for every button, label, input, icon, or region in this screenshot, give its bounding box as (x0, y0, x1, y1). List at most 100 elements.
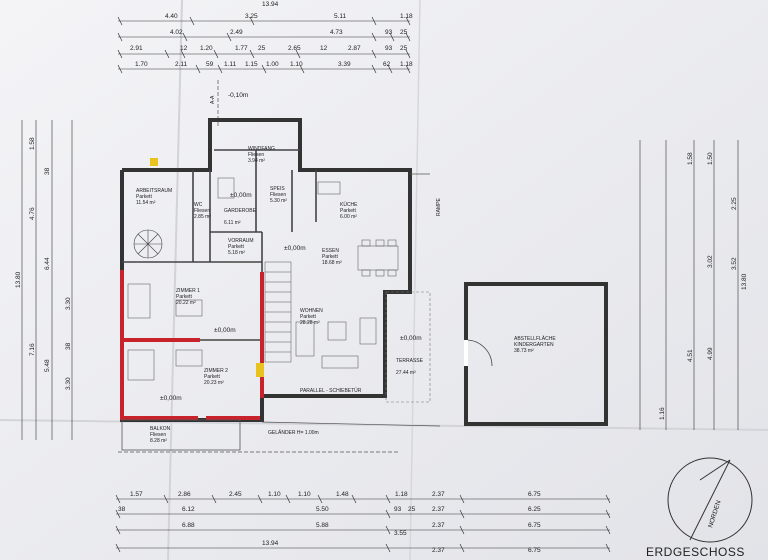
svg-text:WINDFANG: WINDFANG (248, 146, 275, 152)
svg-text:Parkett: Parkett (322, 254, 338, 260)
dim-bottom-row4: 13.94 2.37 6.75 (262, 540, 541, 554)
svg-text:38: 38 (65, 342, 72, 350)
main-stair (264, 261, 292, 363)
room-arbeitsraum: ARBEITSRAUM Parkett 11.54 m² (136, 188, 172, 206)
svg-text:2.45: 2.45 (229, 491, 242, 498)
svg-text:2.37: 2.37 (432, 522, 445, 529)
room-essen: ESSEN Parkett 18.68 m² (322, 248, 342, 266)
svg-text:62: 62 (383, 61, 391, 68)
svg-text:2.49: 2.49 (230, 29, 243, 36)
dim-top-row3: 2.91 12 1.20 1.77 25 2.65 12 2.87 93 25 (130, 45, 408, 52)
svg-text:2.86: 2.86 (178, 491, 191, 498)
svg-text:VORRAUM: VORRAUM (228, 238, 254, 244)
svg-text:3.02: 3.02 (707, 255, 714, 268)
level-tag: ±0,00m (400, 335, 422, 342)
section-label: A-A (210, 95, 216, 104)
svg-text:SPEIS: SPEIS (270, 186, 285, 192)
svg-text:3.52: 3.52 (731, 257, 738, 270)
svg-text:93: 93 (385, 45, 393, 52)
svg-text:1.00: 1.00 (266, 61, 279, 68)
svg-text:27.44 m²: 27.44 m² (396, 370, 416, 376)
svg-text:7.16: 7.16 (29, 343, 36, 356)
svg-text:8.28 m²: 8.28 m² (150, 438, 167, 444)
svg-text:Parkett: Parkett (204, 374, 220, 380)
terrace (385, 291, 431, 403)
room-zimmer-2: ZIMMER 2 Parkett 20.23 m² (204, 368, 228, 386)
level-marker: -0,10m (228, 92, 248, 99)
svg-text:Parkett: Parkett (340, 208, 356, 214)
svg-text:2.37: 2.37 (432, 547, 445, 554)
north-arrow-icon (667, 457, 753, 543)
sliding-door-note: PARALLEL - SCHIEBETÜR (300, 387, 362, 394)
svg-text:6.75: 6.75 (528, 522, 541, 529)
svg-text:6.88: 6.88 (182, 522, 195, 529)
railing-line (261, 421, 441, 427)
svg-text:13.80: 13.80 (15, 271, 22, 288)
svg-text:Fliesen: Fliesen (270, 192, 286, 198)
svg-text:1.10: 1.10 (290, 61, 303, 68)
svg-text:2.37: 2.37 (432, 491, 445, 498)
svg-text:4.73: 4.73 (330, 29, 343, 36)
ramp-note: RAMPE (436, 198, 442, 216)
svg-text:Parkett: Parkett (136, 194, 152, 200)
svg-text:4.40: 4.40 (165, 13, 178, 20)
room-terrasse: TERRASSE 27.44 m² (396, 358, 424, 376)
svg-text:WOHNEN: WOHNEN (300, 308, 323, 314)
svg-text:2.87: 2.87 (348, 45, 361, 52)
room-zimmer-1: ZIMMER 1 Parkett 20.22 m² (176, 288, 200, 306)
svg-text:1.20: 1.20 (200, 45, 213, 52)
svg-text:25: 25 (400, 45, 408, 52)
svg-text:13.94: 13.94 (262, 540, 279, 547)
dim-bottom-row3: 6.88 5.88 3.55 2.37 6.75 (182, 522, 541, 537)
svg-text:12: 12 (320, 45, 328, 52)
svg-text:2.85 m²: 2.85 m² (194, 214, 211, 220)
svg-text:5.18 m²: 5.18 m² (228, 250, 245, 256)
dim-bottom-row1: 1.57 2.86 2.45 1.10 1.10 1.48 1.18 2.37 … (130, 491, 541, 498)
svg-text:2.11: 2.11 (175, 61, 188, 68)
svg-text:1.15: 1.15 (245, 61, 258, 68)
svg-text:25: 25 (258, 45, 266, 52)
svg-text:Fliesen: Fliesen (150, 432, 166, 438)
sheet-title: ERDGESCHOSS (646, 545, 745, 559)
svg-text:20.23 m²: 20.23 m² (204, 380, 224, 386)
room-wc: WC Fliesen 2.85 m² (194, 202, 211, 220)
svg-text:Parkett: Parkett (228, 244, 244, 250)
svg-text:6.75: 6.75 (528, 547, 541, 554)
svg-text:59: 59 (206, 61, 214, 68)
svg-text:1.18: 1.18 (400, 13, 413, 20)
balcony (118, 419, 400, 453)
room-windfang: WINDFANG Fliesen 3.94 m² (248, 146, 275, 164)
svg-text:ESSEN: ESSEN (322, 248, 339, 254)
room-wohnen: WOHNEN Parkett 28.28 m² (300, 308, 323, 326)
room-speis: SPEIS Fliesen 5.30 m² (270, 186, 287, 204)
svg-text:1.50: 1.50 (707, 152, 714, 165)
svg-text:1.10: 1.10 (268, 491, 281, 498)
svg-text:6.75: 6.75 (528, 491, 541, 498)
svg-text:1.16: 1.16 (659, 407, 666, 420)
svg-text:TERRASSE: TERRASSE (396, 358, 424, 364)
svg-text:WC: WC (194, 202, 203, 208)
svg-text:28.28 m²: 28.28 m² (300, 320, 320, 326)
svg-text:1.18: 1.18 (400, 61, 413, 68)
house-walls (120, 118, 412, 422)
paper-fold (409, 0, 421, 560)
svg-text:1.10: 1.10 (298, 491, 311, 498)
room-abstellflaeche: ABSTELLFLÄCHE KINDERGARTEN 38.73 m² (514, 335, 556, 354)
svg-text:GARDEROBE: GARDEROBE (224, 208, 257, 214)
dim-right: 13.80 2.25 3.52 4.99 1.58 1.50 3.02 4.51… (659, 152, 748, 420)
svg-text:4.51: 4.51 (687, 349, 694, 362)
svg-text:93: 93 (394, 506, 402, 513)
svg-text:25: 25 (400, 29, 408, 36)
level-tag: ±0,00m (230, 192, 252, 199)
room-balkon: BALKON Fliesen 8.28 m² (150, 426, 171, 444)
svg-text:ARBEITSRAUM: ARBEITSRAUM (136, 188, 172, 194)
svg-text:5.88: 5.88 (316, 522, 329, 529)
svg-text:4.02: 4.02 (170, 29, 183, 36)
svg-text:Parkett: Parkett (300, 314, 316, 320)
svg-text:Parkett: Parkett (176, 294, 192, 300)
svg-text:5.50: 5.50 (316, 506, 329, 513)
dim-bottom-row2: 38 6.12 5.50 93 25 2.37 6.25 (118, 506, 541, 513)
svg-text:2.37: 2.37 (432, 506, 445, 513)
svg-text:6.00 m²: 6.00 m² (340, 214, 357, 220)
room-kueche: KÜCHE Parkett 6.00 m² (340, 201, 358, 220)
